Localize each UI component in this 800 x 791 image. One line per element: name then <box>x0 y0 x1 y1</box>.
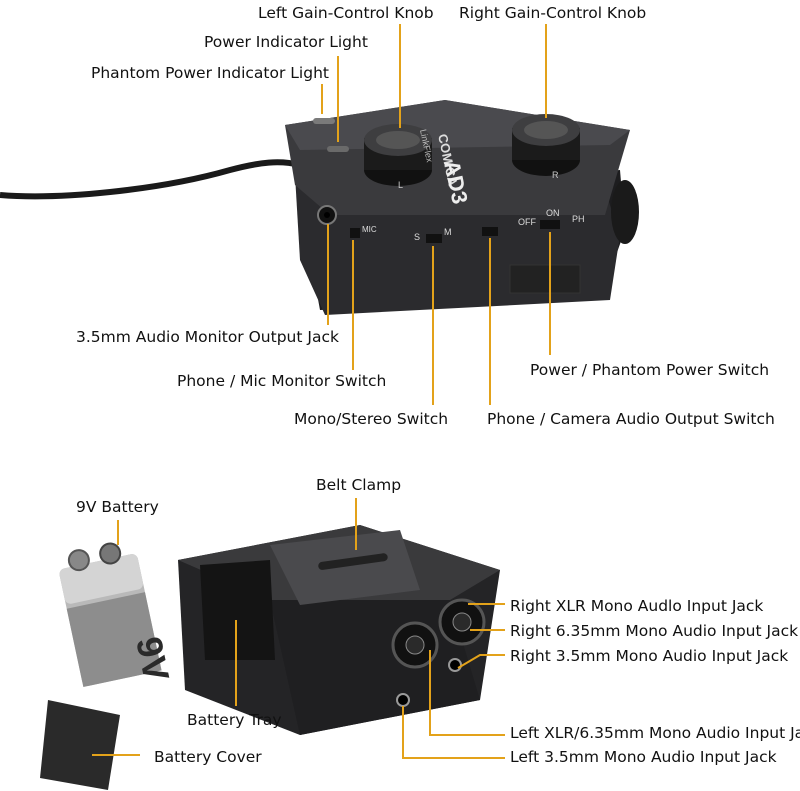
label-monitor-jack: 3.5mm Audio Monitor Output Jack <box>76 328 339 346</box>
ad3-top-device <box>0 100 639 315</box>
label-belt-clamp: Belt Clamp <box>316 476 402 494</box>
power-phantom-switch <box>540 220 560 229</box>
phone-camera-switch <box>482 227 498 236</box>
top-leader-lines <box>321 24 551 405</box>
left-35-jack <box>396 693 410 707</box>
battery-cover <box>40 700 120 790</box>
label-left-xlr-jack: Left XLR/6.35mm Mono Audio Input Jack <box>510 724 800 742</box>
switch-ph-marking: PH <box>572 214 585 224</box>
label-power-indicator-light: Power Indicator Light <box>204 33 368 51</box>
knob-left-marking: L <box>398 180 403 190</box>
switch-on-marking: ON <box>546 208 560 218</box>
label-right-635-jack: Right 6.35mm Mono Audio Input Jack <box>510 622 799 640</box>
switch-m-marking: M <box>444 227 452 237</box>
label-left-35-jack: Left 3.5mm Mono Audio Input Jack <box>510 748 777 766</box>
right-gain-knob <box>512 114 580 176</box>
phone-mic-switch <box>350 228 360 238</box>
label-mono-stereo-switch: Mono/Stereo Switch <box>294 410 449 428</box>
label-phantom-indicator-light: Phantom Power Indicator Light <box>91 64 329 82</box>
label-battery-tray: Battery Tray <box>187 711 282 729</box>
cable <box>0 159 301 200</box>
label-battery-cover: Battery Cover <box>154 748 262 766</box>
label-right-xlr-jack: Right XLR Mono Audlo Input Jack <box>510 597 764 615</box>
label-phone-camera-switch: Phone / Camera Audio Output Switch <box>487 410 775 428</box>
left-gain-knob <box>364 124 432 186</box>
battery-9v-marking: 9V <box>128 633 177 685</box>
switch-s-marking: S <box>414 232 420 242</box>
power-indicator-light <box>327 146 349 152</box>
label-phone-mic-switch: Phone / Mic Monitor Switch <box>177 372 387 390</box>
phantom-indicator-light <box>313 118 335 124</box>
mono-stereo-switch <box>426 234 442 243</box>
ad3-bottom-device <box>178 525 500 735</box>
label-right-35-jack: Right 3.5mm Mono Audio Input Jack <box>510 647 789 665</box>
label-right-gain-knob: Right Gain-Control Knob <box>459 4 647 22</box>
mic-marking: MIC <box>362 225 377 234</box>
right-35-jack <box>448 658 462 672</box>
label-power-phantom-switch: Power / Phantom Power Switch <box>530 361 770 379</box>
switch-off-marking: OFF <box>518 217 536 227</box>
9v-battery <box>59 542 162 688</box>
label-9v-battery: 9V Battery <box>76 498 159 516</box>
knob-right-marking: R <box>552 170 559 180</box>
belt-clamp <box>270 530 420 605</box>
label-left-gain-knob: Left Gain-Control Knob <box>258 4 434 22</box>
bottom-leader-lines <box>92 498 505 759</box>
battery-tray <box>200 560 275 660</box>
